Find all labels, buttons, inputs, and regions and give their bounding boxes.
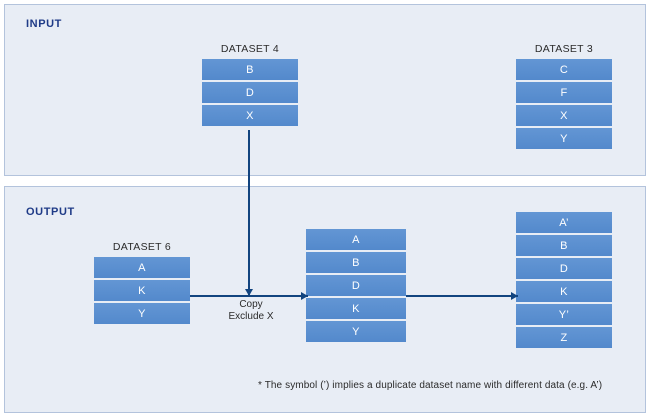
dataset3-cell: F xyxy=(516,82,612,103)
arrowhead-right-icon xyxy=(511,291,518,300)
result-cell: K xyxy=(516,281,612,302)
merged-cell: B xyxy=(306,252,406,273)
dataset-stack-dataset3: DATASET 3 C F X Y xyxy=(516,43,612,149)
output-panel-title: OUTPUT xyxy=(26,206,75,218)
dataset3-cell: X xyxy=(516,105,612,126)
result-cell: Z xyxy=(516,327,612,348)
result-cell: Y’ xyxy=(516,304,612,325)
copy-exclude-label: Copy Exclude X xyxy=(206,299,296,323)
merged-cell: K xyxy=(306,298,406,319)
arrowhead-right-icon xyxy=(301,291,308,300)
copy-label-line2: Exclude X xyxy=(228,311,274,322)
dataset-stack-dataset4: DATASET 4 B D X xyxy=(202,43,298,126)
result-cell: A’ xyxy=(516,212,612,233)
result-cell: D xyxy=(516,258,612,279)
result-cell: B xyxy=(516,235,612,256)
dataset6-cell: Y xyxy=(94,303,190,324)
dataset4-cell: X xyxy=(202,105,298,126)
merged-cell: D xyxy=(306,275,406,296)
dataset4-label: DATASET 4 xyxy=(220,43,280,55)
dataset6-label: DATASET 6 xyxy=(112,241,172,253)
copy-label-line1: Copy xyxy=(239,299,263,310)
dataset3-cell: C xyxy=(516,59,612,80)
dataset-stack-dataset6: DATASET 6 A K Y xyxy=(94,241,190,324)
dataset4-cell: B xyxy=(202,59,298,80)
dataset4-cell: D xyxy=(202,82,298,103)
connector-merged-to-result xyxy=(406,295,518,297)
merged-cell: A xyxy=(306,229,406,250)
dataset6-cell: K xyxy=(94,280,190,301)
dataset3-cell: Y xyxy=(516,128,612,149)
dataset-stack-result: A’ B D K Y’ Z xyxy=(516,212,612,348)
dataset6-cell: A xyxy=(94,257,190,278)
footnote-text: * The symbol (’) implies a duplicate dat… xyxy=(258,380,603,391)
dataset-stack-merged: A B D K Y xyxy=(306,229,406,342)
connector-dataset6-to-merged xyxy=(190,295,308,297)
dataset3-label: DATASET 3 xyxy=(534,43,594,55)
merged-cell: Y xyxy=(306,321,406,342)
connector-dataset4-vertical xyxy=(248,130,250,296)
input-panel-title: INPUT xyxy=(26,18,62,30)
arrowhead-down-icon xyxy=(244,289,253,296)
